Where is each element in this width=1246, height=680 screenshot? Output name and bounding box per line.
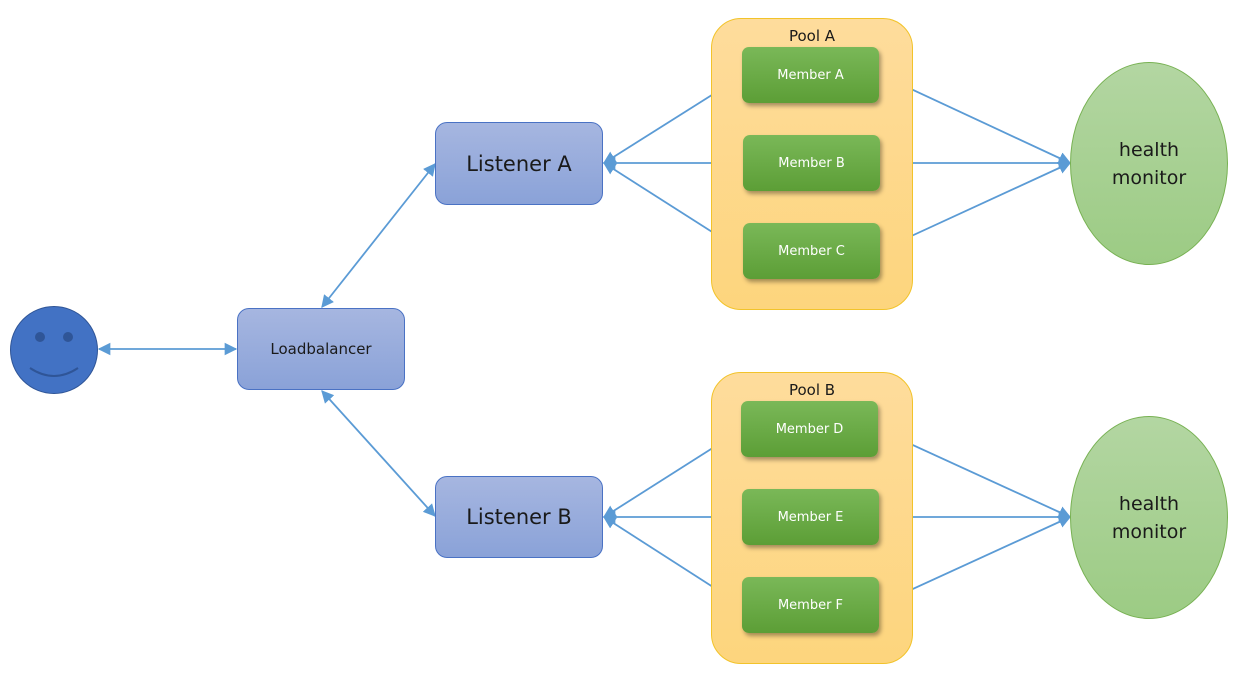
health-monitor-a-node[interactable]: health monitor: [1070, 62, 1228, 265]
pool-a-label: Pool A: [788, 27, 836, 45]
member-a-node[interactable]: Member A: [742, 47, 879, 103]
health-monitor-b-line2: monitor: [1111, 520, 1187, 543]
member-f-node[interactable]: Member F: [742, 577, 879, 633]
listener-b-node[interactable]: Listener B: [435, 476, 603, 558]
member-b-label: Member B: [778, 155, 845, 171]
member-d-node[interactable]: Member D: [741, 401, 878, 457]
member-d-label: Member D: [775, 421, 844, 437]
member-b-node[interactable]: Member B: [743, 135, 880, 191]
edge-loadbalancer-listener-a: [321, 163, 436, 308]
pool-b-label: Pool B: [788, 381, 836, 399]
member-e-node[interactable]: Member E: [742, 489, 879, 545]
health-monitor-b-line1: health: [1118, 492, 1180, 515]
user-smiley-icon: [10, 306, 98, 394]
member-c-label: Member C: [778, 243, 845, 259]
edge-loadbalancer-listener-b: [321, 390, 436, 517]
listener-a-label: Listener A: [466, 151, 572, 176]
member-c-node[interactable]: Member C: [743, 223, 880, 279]
loadbalancer-node[interactable]: Loadbalancer: [237, 308, 405, 390]
member-f-label: Member F: [777, 597, 844, 613]
loadbalancer-label: Loadbalancer: [270, 340, 372, 358]
health-monitor-b-node[interactable]: health monitor: [1070, 416, 1228, 619]
listener-a-node[interactable]: Listener A: [435, 122, 603, 205]
listener-b-label: Listener B: [466, 505, 572, 529]
health-monitor-a-line1: health: [1118, 138, 1180, 161]
health-monitor-a-line2: monitor: [1111, 166, 1187, 189]
member-e-label: Member E: [777, 509, 844, 525]
member-a-label: Member A: [777, 67, 844, 83]
